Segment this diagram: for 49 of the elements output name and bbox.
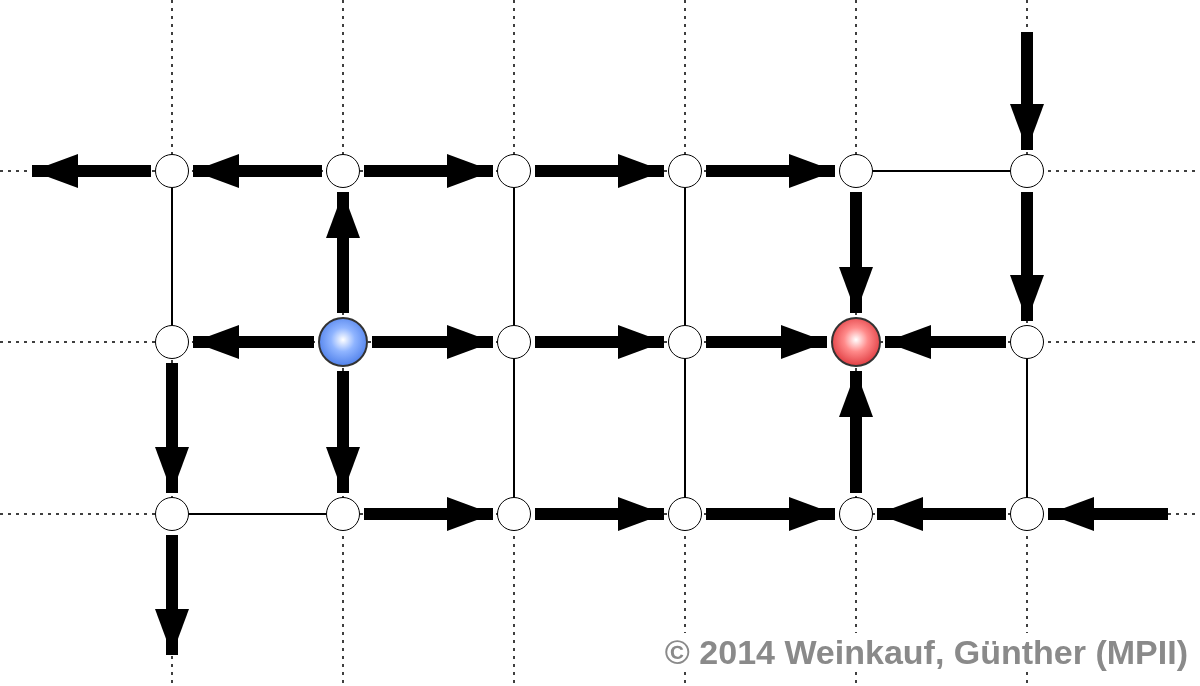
grid-vertex (155, 497, 189, 531)
grid-vertex (1010, 154, 1044, 188)
connector-line (684, 358, 686, 498)
arrow (155, 363, 189, 493)
arrow (326, 371, 360, 493)
arrow (193, 325, 314, 359)
arrow (839, 192, 873, 313)
grid-vertex (668, 497, 702, 531)
arrow (193, 154, 322, 188)
connector-line (171, 187, 173, 326)
connector-line (872, 170, 1011, 172)
arrow (877, 497, 1006, 531)
arrow (155, 535, 189, 655)
grid-vertex (326, 154, 360, 188)
grid-vertex (497, 325, 531, 359)
arrow (372, 325, 493, 359)
grid-vertex (668, 325, 702, 359)
arrow (32, 154, 151, 188)
arrow (1010, 32, 1044, 150)
arrow (364, 497, 493, 531)
arrow (885, 325, 1006, 359)
source-vertex (318, 317, 368, 367)
arrow (1010, 192, 1044, 321)
arrow (535, 325, 664, 359)
arrow (1048, 497, 1168, 531)
grid-vertex (497, 497, 531, 531)
connector-line (684, 187, 686, 326)
arrow (706, 325, 827, 359)
arrow (706, 497, 835, 531)
sink-vertex (831, 317, 881, 367)
grid-vertex (839, 497, 873, 531)
arrow (535, 154, 664, 188)
connector-line (513, 358, 515, 498)
grid-vertex (1010, 325, 1044, 359)
connector-line (188, 513, 327, 515)
connector-line (513, 187, 515, 326)
grid-vertex (497, 154, 531, 188)
arrow (706, 154, 835, 188)
grid-vertex (1010, 497, 1044, 531)
arrow (839, 371, 873, 493)
grid-vertex (326, 497, 360, 531)
connector-line (1026, 358, 1028, 498)
grid-vertex (839, 154, 873, 188)
arrow (535, 497, 664, 531)
grid-vertex (668, 154, 702, 188)
grid-vertex (155, 325, 189, 359)
arrow (326, 192, 360, 313)
grid-vertex (155, 154, 189, 188)
arrow (364, 154, 493, 188)
